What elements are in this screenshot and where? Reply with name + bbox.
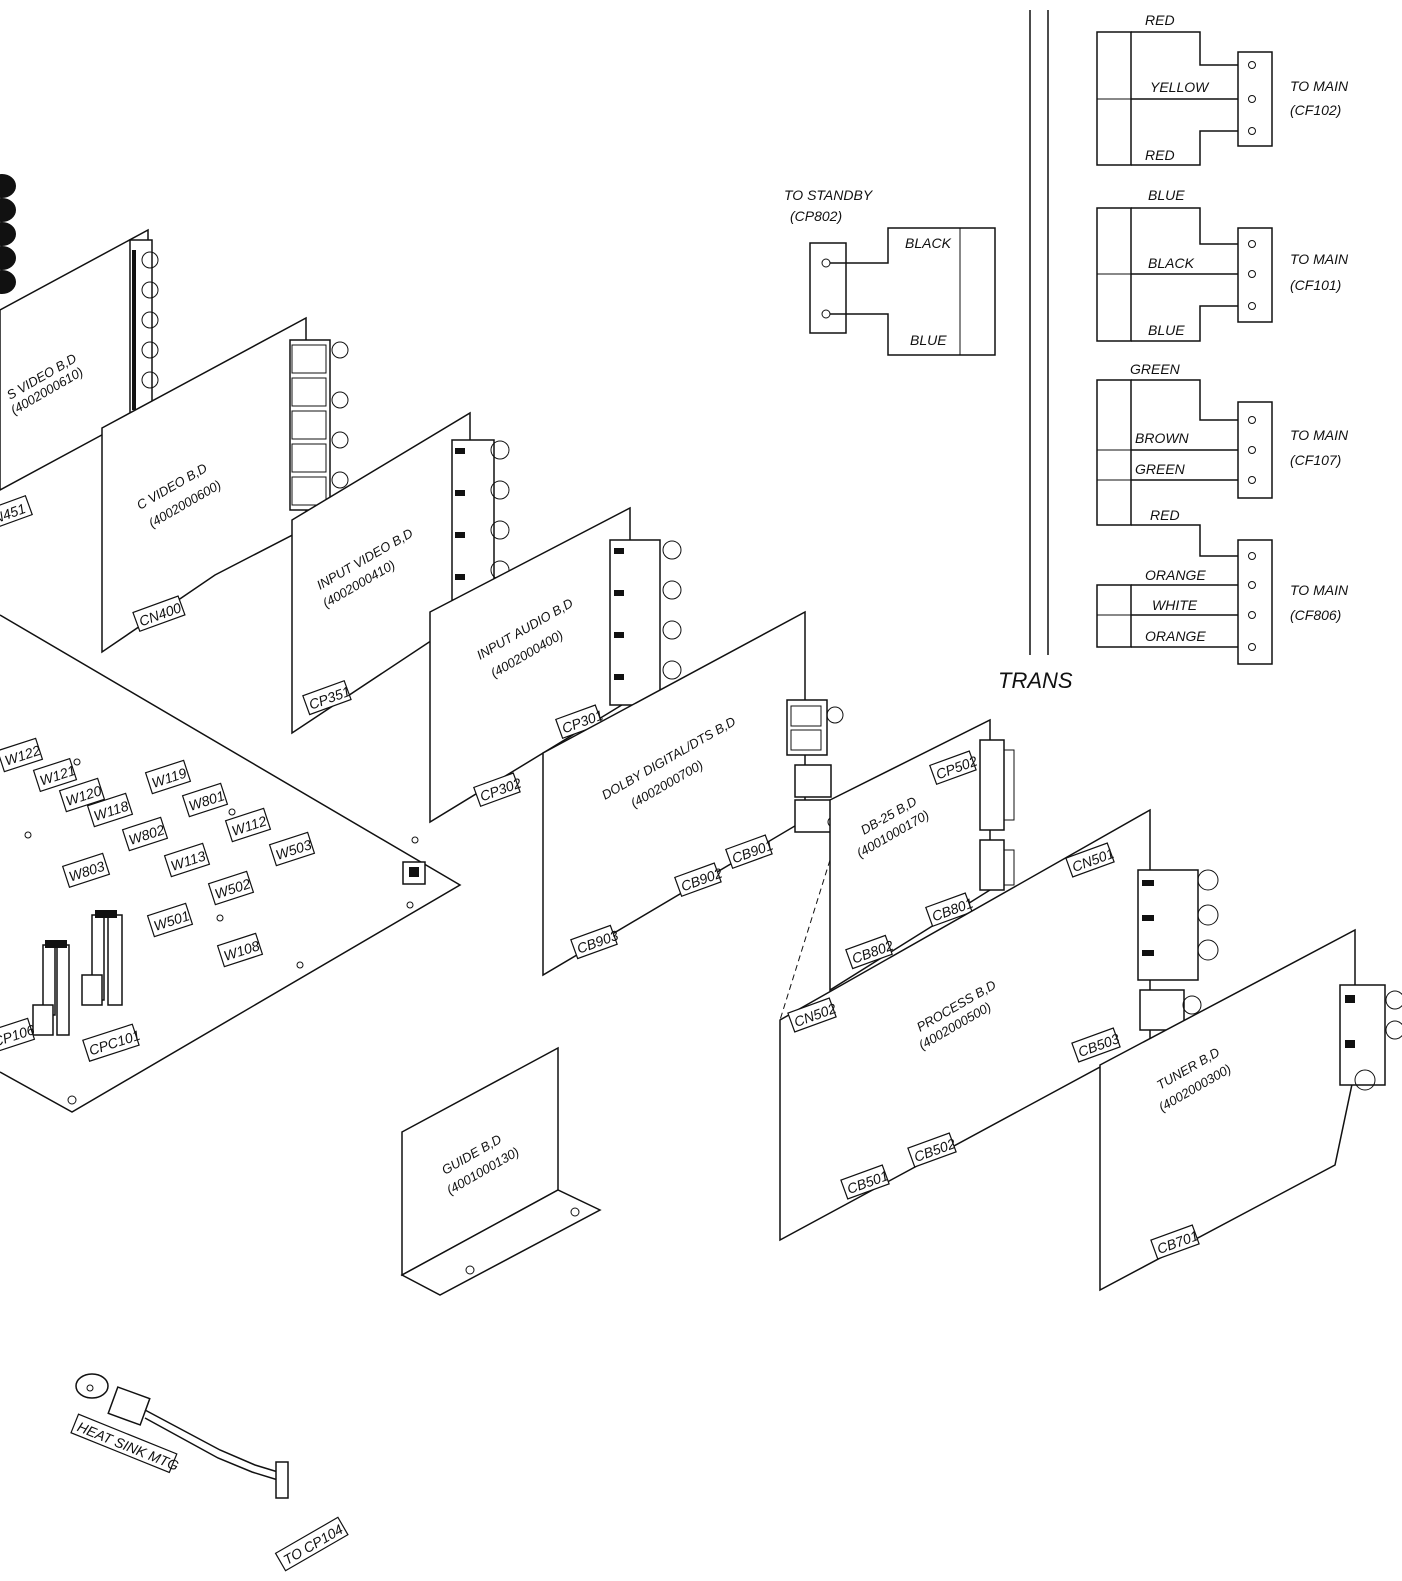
guide-board: GUIDE B,D (4001000130) — [400, 1046, 602, 1296]
harness-cf107-to: TO MAIN — [1290, 427, 1349, 443]
harness-cf101-wire-1: BLUE — [1148, 187, 1185, 203]
process-board: PROCESS B,D (4002000500) CN501 CN502 CB5… — [779, 808, 1219, 1242]
harness-cf806-wire-1: RED — [1150, 507, 1180, 523]
trans-label: TRANS — [998, 668, 1073, 693]
main-board-heatsink-left — [32, 940, 70, 1036]
harness-cf101-code: (CF101) — [1290, 277, 1341, 293]
harness-cf102-code: (CF102) — [1290, 102, 1341, 118]
harness-cf806: RED ORANGE WHITE ORANGE TO MAIN (CF806) — [1096, 507, 1349, 665]
standby-wire-1: BLACK — [905, 235, 952, 251]
harness-cf806-wire-2: ORANGE — [1145, 567, 1206, 583]
input-audio-jacks — [609, 539, 682, 706]
harness-cf101-to: TO MAIN — [1290, 251, 1349, 267]
leader-lines — [779, 859, 831, 1021]
db25-connector — [979, 739, 1015, 891]
harness-cf102-wire-2: YELLOW — [1150, 79, 1210, 95]
process-jacks — [1137, 869, 1219, 1031]
main-board-connector — [402, 861, 426, 885]
heat-sink-label: HEAT SINK MTG — [75, 1418, 181, 1473]
harness-cf107-code: (CF107) — [1290, 452, 1341, 468]
harness-cf101-wire-2: BLACK — [1148, 255, 1195, 271]
harness-cf806-to: TO MAIN — [1290, 582, 1349, 598]
harness-cf102: RED YELLOW RED TO MAIN (CF102) — [1096, 12, 1349, 166]
db25-board: DB-25 B,D (4001000170) CP502 CB801 CB802 — [829, 718, 1015, 992]
harness-cf806-code: (CF806) — [1290, 607, 1341, 623]
harness-cf101: BLUE BLACK BLUE TO MAIN (CF101) — [1096, 187, 1349, 342]
input-video-jacks — [451, 439, 510, 601]
main-board — [0, 614, 462, 1113]
ferrite-beads — [0, 174, 16, 294]
trans-lines: TRANS — [998, 10, 1073, 693]
main-board-heatsink-right — [81, 910, 123, 1006]
harness-cf107-wire-2: BROWN — [1135, 430, 1190, 446]
harness-cf102-wire-3: RED — [1145, 147, 1175, 163]
harness-cf806-wire-3: WHITE — [1152, 597, 1198, 613]
harness-cf102-wire-1: RED — [1145, 12, 1175, 28]
standby-title: TO STANDBY — [784, 187, 874, 203]
harness-cf102-to: TO MAIN — [1290, 78, 1349, 94]
dolby-board: DOLBY DIGITAL/DTS B,D (4002000700) CB902… — [542, 610, 844, 977]
heat-sink-assembly: HEAT SINK MTG TO CP104 — [70, 1373, 349, 1572]
standby-harness: TO STANDBY (CP802) BLACK BLUE — [784, 187, 996, 356]
harness-cf107-wire-1: GREEN — [1130, 361, 1181, 377]
tuner-board: TUNER B,D (4002000300) CB701 — [1099, 928, 1402, 1292]
tuner-connector — [1339, 984, 1402, 1091]
s-video-jacks — [129, 239, 159, 416]
harness-cf806-wire-4: ORANGE — [1145, 628, 1206, 644]
standby-code: (CP802) — [790, 208, 842, 224]
harness-cf101-wire-3: BLUE — [1148, 322, 1185, 338]
input-audio-board: INPUT AUDIO B,D (4002000400) CP301 CP302 — [429, 506, 682, 824]
c-video-jacks — [289, 339, 349, 511]
harness-cf107-wire-3: GREEN — [1135, 461, 1186, 477]
dolby-connectors — [786, 699, 844, 833]
harness-cf107: GREEN BROWN GREEN TO MAIN (CF107) — [1096, 361, 1349, 526]
standby-wire-2: BLUE — [910, 332, 947, 348]
